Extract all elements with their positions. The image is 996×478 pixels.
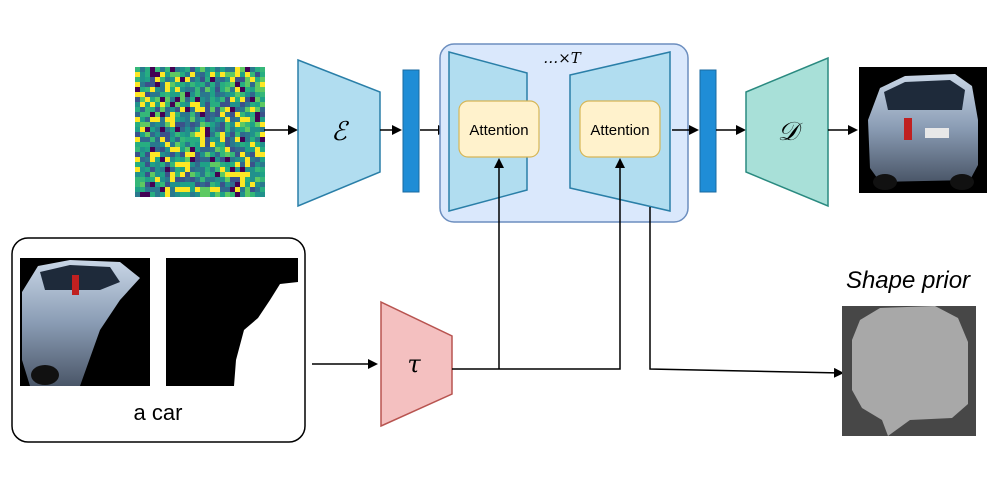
shape-prior-image: [842, 306, 976, 436]
shape-prior-title: Shape prior: [846, 267, 971, 294]
unet-panel: …×T Attention Attention: [439, 43, 689, 223]
encoder-symbol: ℰ: [331, 117, 349, 147]
latent-bar-left: [402, 69, 420, 193]
condition-input-box: a car: [11, 237, 306, 443]
decoder-shape: [745, 56, 829, 208]
output-car-image: [859, 67, 987, 193]
arrow-unet-to-shape-prior: [649, 207, 844, 378]
mask-image: [166, 258, 298, 386]
decoder-block: 𝒟: [745, 56, 829, 208]
noise-input-image: [135, 67, 265, 197]
attention-label-right: Attention: [590, 122, 649, 139]
encoder-block: ℰ: [297, 58, 381, 208]
condition-caption: a car: [134, 400, 183, 425]
arrow-tau-to-attention-right: [452, 158, 625, 370]
encoder-shape: [297, 58, 381, 208]
tau-shape: [380, 300, 453, 428]
latent-bar-right: [699, 69, 717, 193]
attention-label-left: Attention: [469, 122, 528, 139]
tau-symbol: τ: [407, 350, 421, 378]
attention-box-right: [579, 100, 661, 158]
repeat-label: …×T: [543, 49, 582, 67]
masked-car-image: [20, 258, 150, 386]
tau-block: τ: [380, 300, 453, 428]
attention-box-left: [458, 100, 540, 158]
